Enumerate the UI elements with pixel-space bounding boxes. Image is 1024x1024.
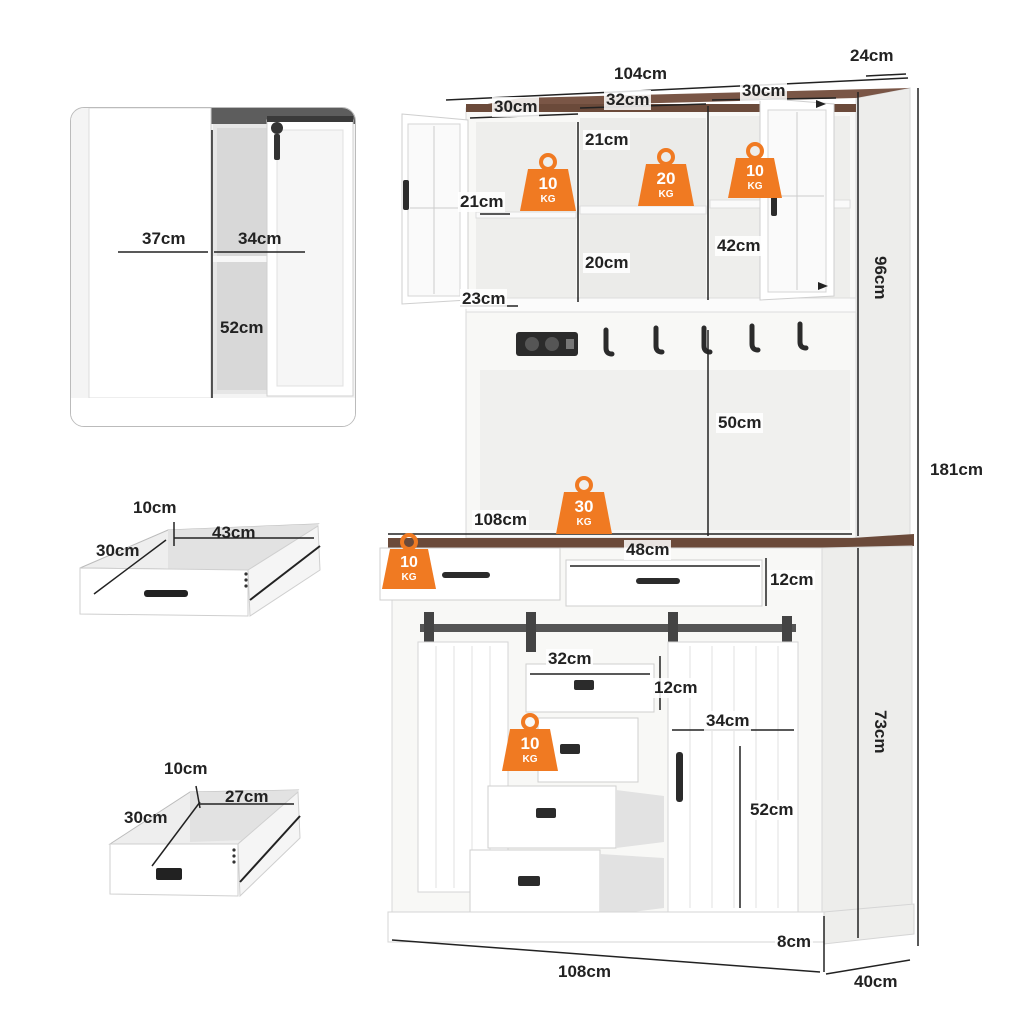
inset-inner-height-label: 52cm <box>220 318 264 337</box>
inset-outer-depth-label: 37cm <box>142 229 186 248</box>
base-height-label: 73cm <box>871 710 890 754</box>
weight-badge-icon: 10 KG <box>520 153 576 211</box>
cabinet-inner-width-label: 34cm <box>704 711 752 731</box>
top-depth-label: 24cm <box>850 46 894 65</box>
bottom-depth-label: 40cm <box>854 972 898 991</box>
cabinet-inner-height-label: 52cm <box>748 800 796 820</box>
large-drawer-illustration <box>79 522 321 617</box>
total-width-label: 104cm <box>612 64 669 84</box>
large-drawer-height-label: 10cm <box>133 498 177 517</box>
drawer-width-label: 48cm <box>624 540 672 560</box>
cabinet-drawer-width-label: 32cm <box>546 649 594 669</box>
top-right-height-label: 42cm <box>715 236 763 256</box>
small-drawer-illustration <box>108 785 301 898</box>
top-mid-lower-height-label: 20cm <box>583 253 631 273</box>
weight-badge-icon: 10 KG <box>728 142 782 198</box>
side-detail-illustration <box>71 108 355 426</box>
plinth-height-label: 8cm <box>775 932 814 952</box>
small-drawer-height-label: 10cm <box>164 759 208 778</box>
large-drawer-width-label: 43cm <box>212 523 256 542</box>
drawer-height-label: 12cm <box>768 570 816 590</box>
top-left-width-label: 30cm <box>492 97 540 117</box>
hutch-height-label: 96cm <box>871 256 890 300</box>
cabinet-drawer-height-label: 12cm <box>652 678 700 698</box>
weight-badge-icon: 30 KG <box>556 476 612 534</box>
total-height-label: 181cm <box>930 460 983 479</box>
side-detail-inset <box>70 107 356 427</box>
counter-width-label: 108cm <box>472 510 529 530</box>
top-left-lower-width-label: 23cm <box>460 289 508 309</box>
inset-inner-depth-label: 34cm <box>238 229 282 248</box>
small-drawer-depth-label: 30cm <box>124 808 168 827</box>
top-left-shelf-depth-label: 21cm <box>458 192 506 212</box>
top-shelf-height-label: 21cm <box>583 130 631 150</box>
open-area-height-label: 50cm <box>716 413 764 433</box>
top-right-width-label: 30cm <box>740 81 788 101</box>
top-mid-width-label: 32cm <box>604 90 652 110</box>
weight-badge-icon: 10 KG <box>382 533 436 589</box>
large-drawer-depth-label: 30cm <box>96 541 140 560</box>
weight-badge-icon: 10 KG <box>502 713 558 771</box>
bottom-width-label: 108cm <box>558 962 611 981</box>
weight-badge-icon: 20 KG <box>638 148 694 206</box>
small-drawer-width-label: 27cm <box>225 787 269 806</box>
